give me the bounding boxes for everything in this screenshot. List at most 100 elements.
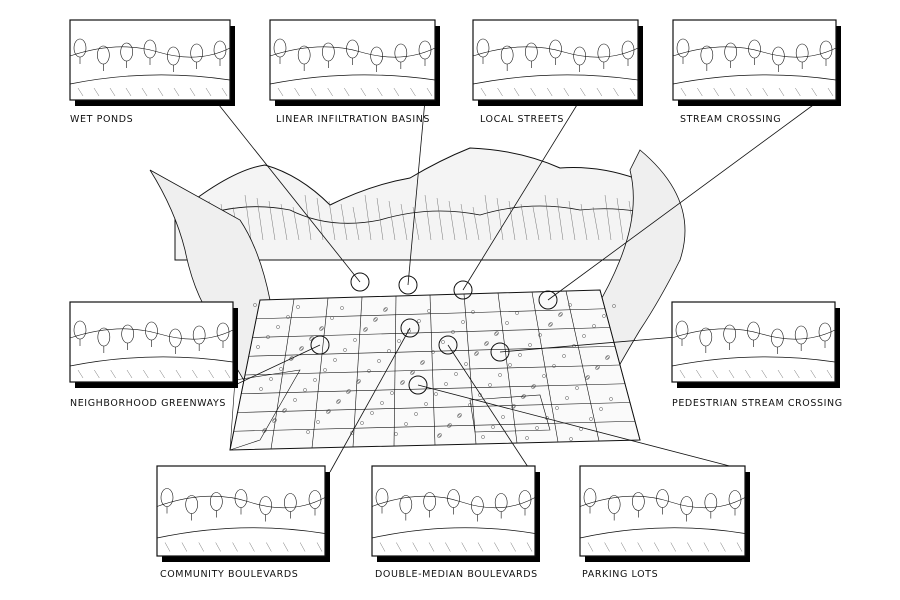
tree-mark xyxy=(320,326,324,330)
tree-mark xyxy=(394,432,398,436)
tree-mark xyxy=(414,412,418,416)
tree-mark xyxy=(347,389,351,393)
sketch-hills xyxy=(69,328,234,340)
tree-mark xyxy=(437,434,441,438)
sketch-ground xyxy=(371,527,536,539)
tree-mark xyxy=(373,318,377,322)
tree-mark xyxy=(599,407,603,411)
mountain-hatch xyxy=(256,197,264,241)
tree-mark xyxy=(363,328,367,332)
leader-line xyxy=(499,334,701,353)
tree-mark xyxy=(353,338,357,342)
sketch-hatch xyxy=(327,87,333,97)
sketch-ground xyxy=(69,74,231,85)
sketch-hatch xyxy=(587,542,594,552)
grid-avenue xyxy=(233,420,636,432)
sketch-hatch xyxy=(778,87,785,97)
sketch-hatch xyxy=(703,542,710,552)
sketch-hatch xyxy=(620,542,627,552)
callout-circle xyxy=(538,290,558,310)
callout-circle xyxy=(490,342,510,362)
sketch-hatch xyxy=(494,542,500,552)
tree-mark xyxy=(273,418,277,422)
sketch-ground xyxy=(156,527,326,539)
leader-line xyxy=(462,99,581,291)
tree-mark xyxy=(528,343,532,347)
mountain-hatch xyxy=(568,200,576,241)
sketch-ground xyxy=(671,356,836,367)
sketch-hatch xyxy=(762,87,768,97)
tree-mark xyxy=(384,307,388,311)
mountain-hatch xyxy=(616,197,624,241)
tree-mark xyxy=(562,354,566,358)
tree-mark xyxy=(404,422,408,426)
sketch-hatch xyxy=(679,369,686,379)
tree-mark xyxy=(454,372,458,376)
sketch-hatch xyxy=(696,369,702,379)
tree-mark xyxy=(299,347,303,351)
mountain-hatch xyxy=(244,194,252,241)
label-double-median-boulevards: DOUBLE-MEDIAN BOULEVARDS xyxy=(375,569,538,580)
sketch-hatch xyxy=(736,542,743,552)
tree-mark xyxy=(323,368,327,372)
leader-line xyxy=(417,384,746,471)
tree-mark xyxy=(346,390,350,394)
mountain-hatch xyxy=(340,203,348,241)
tree-mark xyxy=(606,355,610,359)
sketch-hatch xyxy=(629,87,636,97)
sketch-hatch xyxy=(513,87,520,97)
grid-avenue xyxy=(244,364,621,376)
sketch-hatch xyxy=(198,542,204,552)
tree-mark xyxy=(417,319,421,323)
sketch-hatch xyxy=(299,542,306,552)
tree-mark xyxy=(559,312,563,316)
sketch-hatch xyxy=(563,87,569,97)
tree-mark xyxy=(447,424,451,428)
sketch-hatch xyxy=(445,542,451,552)
sketch-hatch xyxy=(637,542,643,552)
label-community-boulevards: COMMUNITY BOULEVARDS xyxy=(160,569,299,580)
tree-mark xyxy=(296,305,300,309)
tree-mark xyxy=(340,306,344,310)
tree-mark xyxy=(505,321,509,325)
tree-mark xyxy=(575,386,579,390)
leader-line xyxy=(547,99,821,301)
tree-mark xyxy=(441,340,445,344)
tree-mark xyxy=(390,391,394,395)
sketch-hatch xyxy=(266,542,272,552)
sketch-hatch xyxy=(181,542,188,552)
sketch-hatch xyxy=(580,87,586,97)
sketch-hatch xyxy=(77,369,84,379)
sketch-hatch xyxy=(497,87,503,97)
sketch-hatch xyxy=(192,369,198,379)
tree-mark xyxy=(592,324,596,328)
sketch-hatch xyxy=(232,542,238,552)
tree-mark xyxy=(401,380,405,384)
tree-mark xyxy=(484,342,488,346)
tree-mark xyxy=(558,313,562,317)
sketch-hatch xyxy=(316,542,323,552)
tree-mark xyxy=(485,341,489,345)
sketch-hatch xyxy=(530,87,536,97)
field xyxy=(229,369,301,451)
tree-mark xyxy=(596,365,600,369)
tree-mark xyxy=(501,415,505,419)
sketch-hills xyxy=(579,495,746,509)
tree-mark xyxy=(495,331,499,335)
mountain-hatch xyxy=(364,194,372,241)
mountain-hatch xyxy=(460,203,468,241)
sketch-hatch xyxy=(205,87,212,97)
callout-circle xyxy=(408,375,428,395)
sketch-hatch xyxy=(761,369,767,379)
tree-mark xyxy=(410,371,414,375)
mountain-hatch xyxy=(604,194,612,241)
sketch-hatch xyxy=(283,542,289,552)
tree-mark xyxy=(279,367,283,371)
label-neighborhood-greenways: NEIGHBORHOOD GREENWAYS xyxy=(70,398,227,409)
sketch-hatch xyxy=(159,369,165,379)
sketch-hills xyxy=(269,46,436,58)
tree-mark xyxy=(612,304,616,308)
sketch-hatch xyxy=(277,87,284,97)
sketch-hatch xyxy=(360,87,366,97)
sketch-hatch xyxy=(310,87,317,97)
